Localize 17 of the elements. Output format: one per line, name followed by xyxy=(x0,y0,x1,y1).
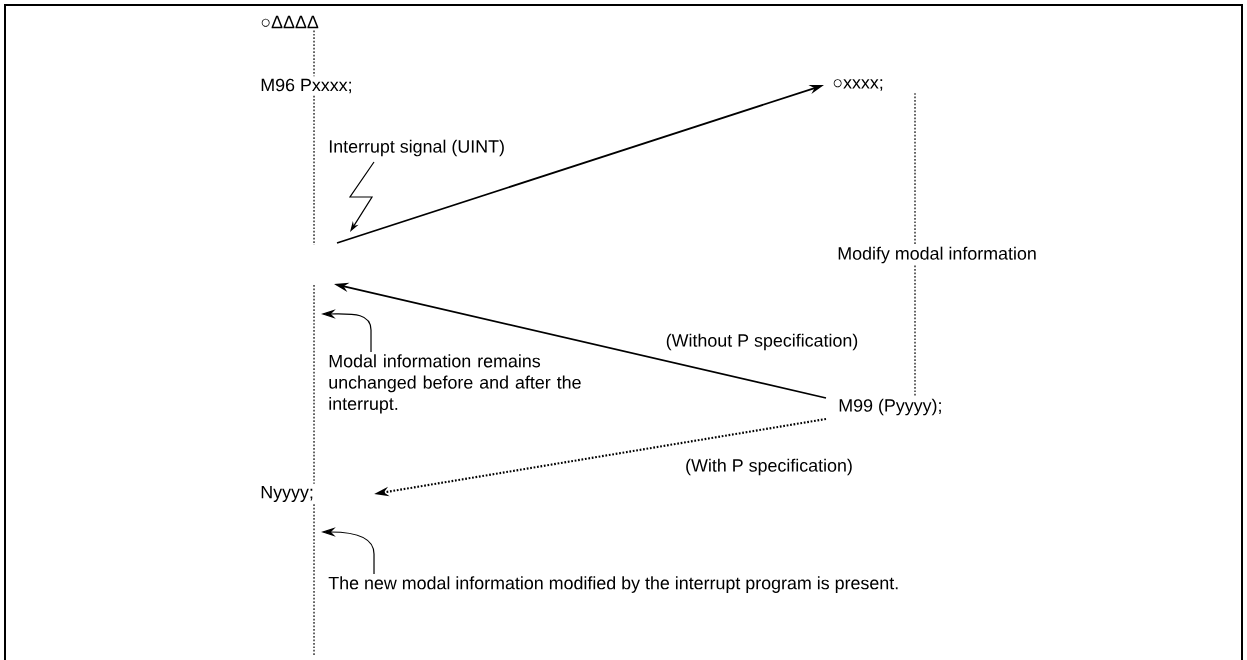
code-line: M96 Pxxxx; xyxy=(261,78,351,94)
note-text: The new modal information modified by the interrupt program is present. xyxy=(328,576,898,593)
flow-line xyxy=(914,92,916,245)
flow-line xyxy=(313,503,315,656)
code-line: Nyyyy; xyxy=(261,486,313,502)
program-name: ○ΔΔΔΔ xyxy=(261,15,319,29)
signal-label: Interrupt signal (UINT) xyxy=(329,139,504,157)
code-line: M99 (Pyyyy); xyxy=(839,398,941,416)
flow-line xyxy=(313,29,315,77)
flow-line xyxy=(914,265,916,397)
note-text: Modal information remains unchanged before and after the interrupt. xyxy=(329,354,581,414)
step-text: Modify modal information xyxy=(838,246,1036,264)
program-name: ○xxxx; xyxy=(833,79,883,91)
edge-label: (Without P specification) xyxy=(664,332,860,352)
flow-line xyxy=(313,284,315,485)
flow-line xyxy=(313,95,315,246)
edge-label: (With P specification) xyxy=(683,457,855,477)
